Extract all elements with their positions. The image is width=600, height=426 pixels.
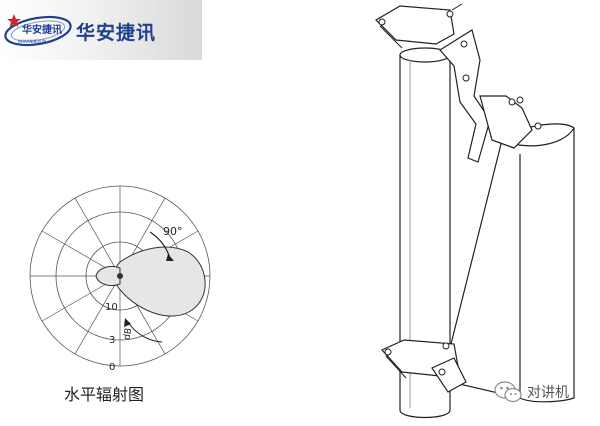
bolt-icon [508, 98, 516, 106]
radiation-lobe [113, 246, 206, 317]
wechat-watermark: 对讲机 [493, 374, 597, 410]
db-unit-label: dB [122, 327, 134, 340]
bolt-stud [451, 3, 463, 11]
upper-arm [479, 95, 533, 149]
bolt-icon [442, 342, 450, 350]
polar-spoke [41, 230, 115, 274]
ring-label-0: 0 [109, 362, 115, 373]
antenna-drawing [375, 3, 575, 419]
bolt-icon [534, 122, 542, 130]
back-lobe [95, 265, 121, 287]
polar-spoke [41, 278, 115, 322]
polar-spoke [74, 281, 118, 355]
bolt-icon [460, 40, 468, 48]
ring-label-3: 3 [109, 335, 115, 346]
beamwidth-label: 90° [163, 225, 183, 238]
polar-spoke [74, 197, 118, 271]
company-emblem-icon: 华安捷讯 HUAANJIEXUN [4, 14, 72, 47]
antenna-panel [441, 123, 575, 403]
mounting-pole [399, 54, 451, 419]
lower-bracket [431, 357, 467, 393]
horizontal-radiation-pattern: 90° 10 3 0 dB [0, 0, 240, 384]
bolt-icon [438, 368, 446, 376]
ring-label-10: 10 [105, 302, 118, 313]
watermark-text: 对讲机 [527, 385, 569, 401]
db-scale-arc [127, 321, 163, 343]
db-scale-arrow-icon [124, 318, 131, 327]
bolt-icon [516, 96, 524, 104]
panel-antenna-illustration [362, 0, 600, 426]
bolt-icon [446, 10, 454, 18]
upper-tilt-bracket [439, 29, 491, 163]
emblem-subtext: HUAANJIEXUN [18, 39, 46, 44]
bolt-icon [378, 18, 386, 26]
bolt-icon [462, 74, 470, 82]
brand-name: 华安捷讯 [76, 22, 157, 44]
polar-plot: 90° 10 3 0 dB [29, 185, 211, 373]
tie-rod [379, 25, 403, 49]
pattern-caption: 水平辐射图 [64, 385, 145, 404]
emblem-text: 华安捷讯 [22, 23, 62, 36]
tie-rod [385, 355, 407, 379]
top-clamp [375, 5, 455, 45]
wechat-icon [494, 381, 522, 403]
bolt-icon [384, 348, 392, 356]
red-star-icon [7, 14, 21, 27]
plot-origin [117, 273, 123, 279]
company-logo-banner: 华安捷讯 HUAANJIEXUN 华安捷讯 [0, 0, 202, 60]
beamwidth-arrow-icon [166, 254, 174, 261]
